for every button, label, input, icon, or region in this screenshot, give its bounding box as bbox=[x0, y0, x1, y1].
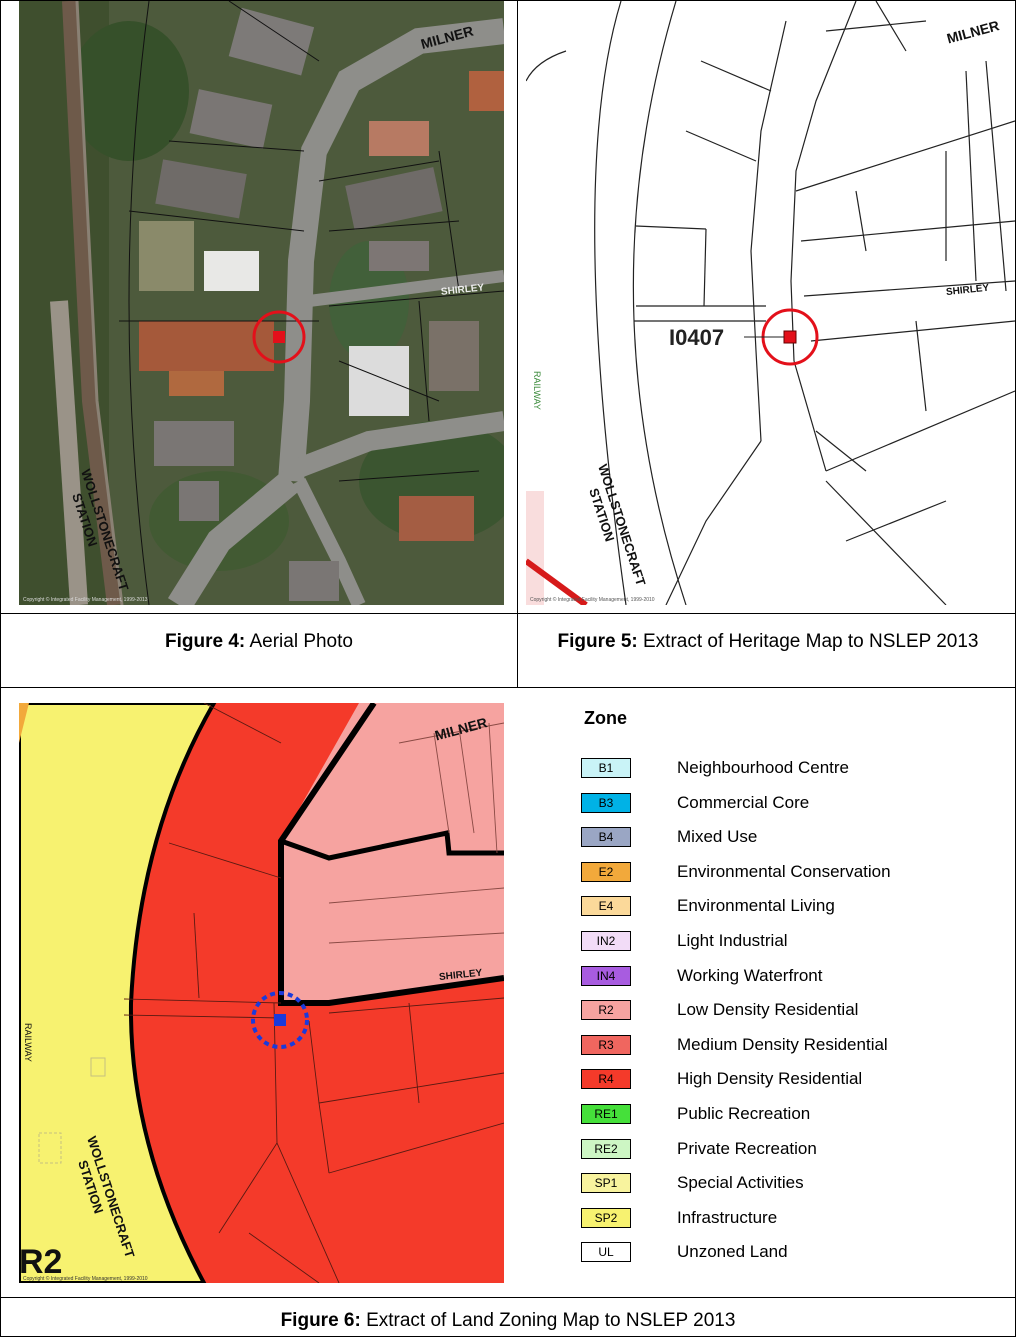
legend-label: Special Activities bbox=[677, 1173, 804, 1192]
legend-swatch: B4 bbox=[581, 827, 631, 847]
heritage-map: I0407 MILNER SHIRLEY WOLLSTONECRAFT STAT… bbox=[526, 1, 1015, 605]
zoning-copyright: Copyright © Integrated Facility Manageme… bbox=[23, 1275, 148, 1282]
heritage-railway-label: RAILWAY bbox=[532, 371, 542, 410]
legend-swatch: SP1 bbox=[581, 1173, 631, 1193]
legend-swatch: RE2 bbox=[581, 1139, 631, 1159]
legend-swatch: R2 bbox=[581, 1000, 631, 1020]
legend-label: Low Density Residential bbox=[677, 1000, 859, 1019]
legend-label: Environmental Living bbox=[677, 896, 835, 915]
zoning-railway-label: RAILWAY bbox=[23, 1023, 33, 1062]
zone-legend-title: Zone bbox=[584, 708, 627, 728]
aerial-copyright: Copyright © Integrated Facility Manageme… bbox=[23, 596, 148, 603]
figure-4-text: Aerial Photo bbox=[245, 631, 353, 652]
legend-label: Neighbourhood Centre bbox=[677, 758, 850, 777]
figure-6-caption: Figure 6: Extract of Land Zoning Map to … bbox=[1, 1308, 1015, 1333]
legend-label: Light Industrial bbox=[677, 931, 788, 950]
heritage-item-id: I0407 bbox=[669, 325, 724, 350]
legend-label: Medium Density Residential bbox=[677, 1035, 888, 1054]
legend-label: Unzoned Land bbox=[677, 1242, 788, 1261]
row-divider-middle bbox=[1, 687, 1015, 688]
legend-swatch: SP2 bbox=[581, 1208, 631, 1228]
legend-swatch: B3 bbox=[581, 793, 631, 813]
legend-swatch: E2 bbox=[581, 862, 631, 882]
legend-swatch: R4 bbox=[581, 1069, 631, 1089]
figure-6-label: Figure 6: bbox=[280, 1310, 361, 1331]
zoning-street-label-shirley: SHIRLEY bbox=[439, 968, 484, 984]
legend-swatch: RE1 bbox=[581, 1104, 631, 1124]
legend-swatch: UL bbox=[581, 1242, 631, 1262]
figure-6-text: Extract of Land Zoning Map to NSLEP 2013 bbox=[360, 1310, 736, 1331]
legend-label: Environmental Conservation bbox=[677, 862, 891, 881]
legend-label: Public Recreation bbox=[677, 1104, 811, 1123]
land-zoning-map: MILNER SHIRLEY WOLLSTONECRAFT STATION RA… bbox=[19, 703, 504, 1283]
row-divider-top bbox=[1, 613, 1015, 614]
heritage-street-label-shirley: SHIRLEY bbox=[945, 283, 990, 299]
legend-swatch: IN2 bbox=[581, 931, 631, 951]
zoning-fragment-label: R2 bbox=[19, 1243, 62, 1281]
figure-4-label: Figure 4: bbox=[165, 631, 246, 652]
aerial-street-label-shirley: SHIRLEY bbox=[440, 282, 485, 298]
legend-label: Working Waterfront bbox=[677, 966, 823, 985]
legend-swatch: R3 bbox=[581, 1035, 631, 1055]
legend-swatch: B1 bbox=[581, 758, 631, 778]
legend-label: Mixed Use bbox=[677, 827, 758, 846]
legend-label: Infrastructure bbox=[677, 1208, 778, 1227]
figure-4-caption: Figure 4: Aerial Photo bbox=[1, 629, 517, 654]
figure-5-text: Extract of Heritage Map to NSLEP 2013 bbox=[637, 631, 979, 652]
figure-5-label: Figure 5: bbox=[557, 631, 638, 652]
figure-5-caption: Figure 5: Extract of Heritage Map to NSL… bbox=[521, 629, 1015, 654]
legend-label: Private Recreation bbox=[677, 1139, 817, 1158]
aerial-photo-map: MILNER SHIRLEY WOLLSTONECRAFT STATION Co… bbox=[19, 1, 504, 605]
heritage-copyright: Copyright © Integrated Facility Manageme… bbox=[530, 596, 655, 603]
legend-swatch: IN4 bbox=[581, 966, 631, 986]
column-divider bbox=[517, 1, 518, 688]
legend-label: Commercial Core bbox=[677, 793, 810, 812]
legend-swatch: E4 bbox=[581, 896, 631, 916]
row-divider-bottom bbox=[1, 1297, 1015, 1298]
legend-label: High Density Residential bbox=[677, 1069, 863, 1088]
